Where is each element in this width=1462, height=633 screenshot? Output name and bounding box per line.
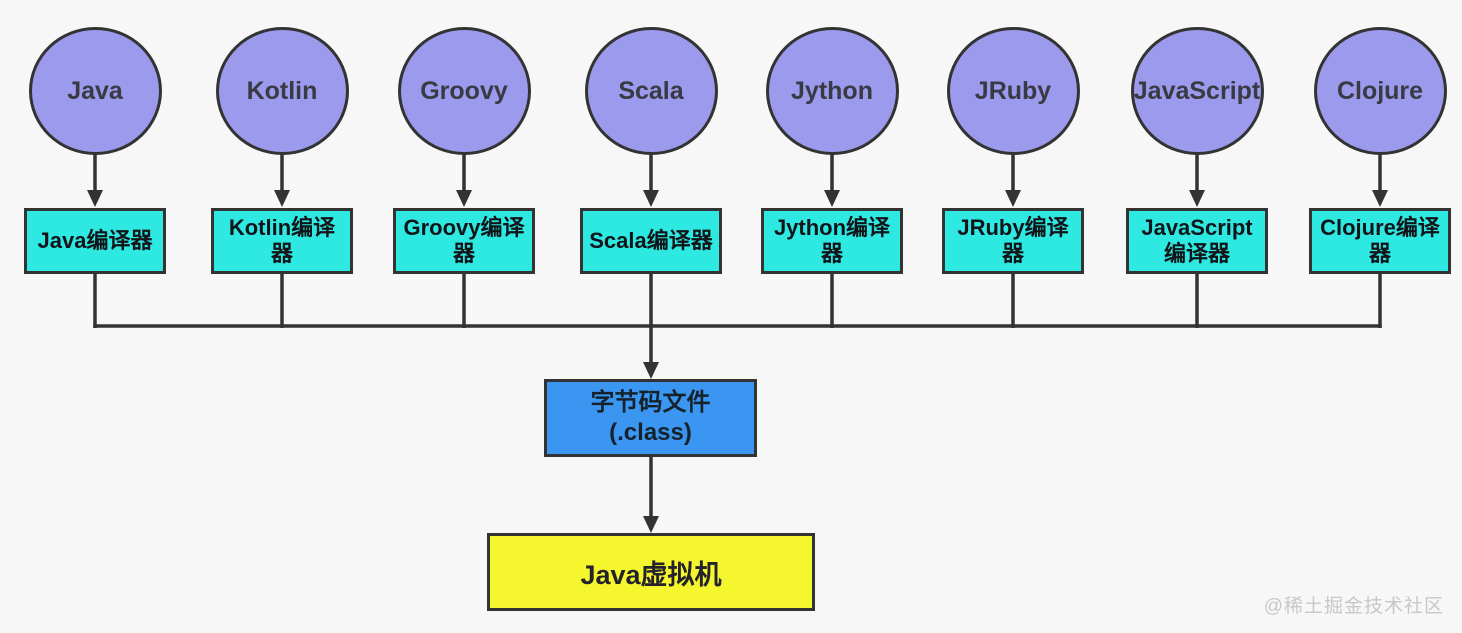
- arrow-scala-to-compiler: [643, 154, 659, 207]
- compiler-node-javascript: JavaScript编译器: [1126, 208, 1268, 274]
- language-node-java: Java: [28, 27, 162, 155]
- language-node-clojure: Clojure: [1313, 27, 1447, 155]
- bytecode-node: 字节码文件 (.class): [544, 379, 757, 457]
- compiler-label: JavaScript编译器: [1141, 215, 1253, 266]
- language-label: Groovy: [420, 76, 508, 105]
- compiler-label: Groovy编译器: [403, 215, 525, 266]
- arrow-clojure-to-compiler: [1372, 154, 1388, 207]
- language-node-groovy: Groovy: [397, 27, 531, 155]
- column-java: Java Java编译器: [15, 27, 175, 274]
- arrow-kotlin-to-compiler: [274, 154, 290, 207]
- compiler-bus-connectors: [93, 271, 1382, 328]
- arrow-javascript-to-compiler: [1189, 154, 1205, 207]
- compiler-label: Clojure编译器: [1320, 215, 1440, 266]
- language-node-jruby: JRuby: [946, 27, 1080, 155]
- compiler-label: Jython编译器: [773, 215, 891, 266]
- column-clojure: Clojure Clojure编译器: [1300, 27, 1460, 274]
- compiler-label: Kotlin编译器: [228, 215, 336, 266]
- arrow-jruby-to-compiler: [1005, 154, 1021, 207]
- watermark: @稀土掘金技术社区: [1263, 596, 1444, 617]
- language-node-scala: Scala: [584, 27, 718, 155]
- compiler-node-clojure: Clojure编译器: [1309, 208, 1451, 274]
- language-label: Java: [67, 76, 123, 105]
- language-node-kotlin: Kotlin: [215, 27, 349, 155]
- column-javascript: JavaScript JavaScript编译器: [1117, 27, 1277, 274]
- arrow-groovy-to-compiler: [456, 154, 472, 207]
- arrow-bus-to-bytecode: [643, 271, 659, 379]
- column-jython: Jython Jython编译器: [752, 27, 912, 274]
- compiler-node-scala: Scala编译器: [580, 208, 722, 274]
- language-node-jython: Jython: [765, 27, 899, 155]
- compiler-node-groovy: Groovy编译器: [393, 208, 535, 274]
- compiler-label: Scala编译器: [589, 228, 713, 254]
- language-label: Scala: [618, 76, 684, 105]
- language-label: JRuby: [974, 76, 1052, 105]
- jvm-node: Java虚拟机: [487, 533, 815, 611]
- language-node-javascript: JavaScript: [1130, 27, 1264, 155]
- compiler-node-jruby: JRuby编译器: [942, 208, 1084, 274]
- compiler-node-kotlin: Kotlin编译器: [211, 208, 353, 274]
- compiler-node-java: Java编译器: [24, 208, 166, 274]
- compiler-label: Java编译器: [37, 228, 153, 254]
- language-label: JavaScript: [1133, 76, 1261, 105]
- column-kotlin: Kotlin Kotlin编译器: [202, 27, 362, 274]
- language-label: Kotlin: [246, 76, 318, 105]
- language-label: Clojure: [1336, 76, 1424, 105]
- arrow-jython-to-compiler: [824, 154, 840, 207]
- compiler-node-jython: Jython编译器: [761, 208, 903, 274]
- compiler-label: JRuby编译器: [957, 215, 1069, 266]
- arrow-bytecode-to-jvm: [643, 454, 659, 533]
- column-scala: Scala Scala编译器: [571, 27, 731, 274]
- bytecode-label: 字节码文件 (.class): [590, 389, 711, 446]
- arrow-java-to-compiler: [87, 154, 103, 207]
- language-label: Jython: [791, 76, 873, 105]
- jvm-label: Java虚拟机: [580, 559, 722, 590]
- column-jruby: JRuby JRuby编译器: [933, 27, 1093, 274]
- column-groovy: Groovy Groovy编译器: [384, 27, 544, 274]
